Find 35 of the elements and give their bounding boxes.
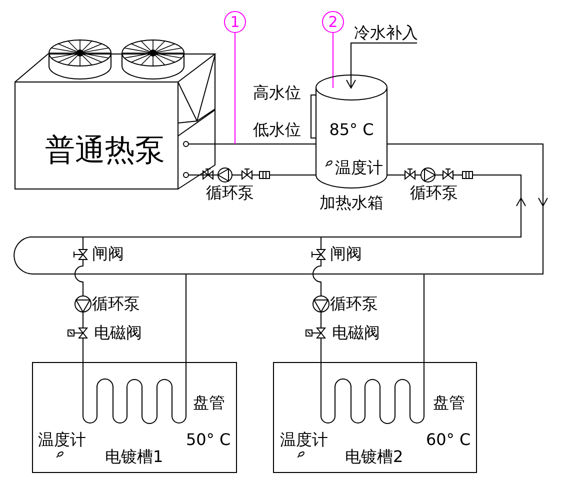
callout-number: 2 [322,11,344,33]
callout-number: 1 [224,11,246,33]
plating-tank [32,362,237,473]
valve-label: 电磁阀 [94,324,142,342]
plating-tank [273,362,477,473]
temperature-reading: 60° C [426,431,471,449]
pipe [320,174,526,238]
leader-line [234,32,236,144]
leader-line [332,32,334,88]
pump-label: 循环泵 [206,184,254,202]
unit-label: 普通热泵 [45,135,165,167]
thermometer-label: 温度计 [280,431,328,449]
thermometer-label: 温度计 [335,159,383,177]
inlet-arrow [346,42,418,90]
pump-label: 循环泵 [92,295,140,313]
pipe [216,168,316,182]
pump-label: 循环泵 [410,184,458,202]
pipe [186,274,424,362]
tank-label: 加热水箱 [320,194,384,212]
level-label: 低水位 [253,121,301,139]
coil-label: 盘管 [433,394,465,412]
pump-label: 循环泵 [330,295,378,313]
valve-label: 闸阀 [92,245,124,263]
thermometer-label: 温度计 [38,431,86,449]
valve-label: 闸阀 [330,245,362,263]
temperature-reading: 50° C [186,431,231,449]
level-label: 高水位 [253,84,301,102]
valve-label: 电磁阀 [332,324,380,342]
coil-label: 盘管 [193,394,225,412]
pipe [312,236,322,362]
tank-label: 电镀槽1 [105,448,164,466]
temperature-reading: 85° C [329,121,374,139]
tank-label: 电镀槽2 [345,448,404,466]
inlet-label: 冷水补入 [354,23,418,43]
pipe [74,236,322,362]
